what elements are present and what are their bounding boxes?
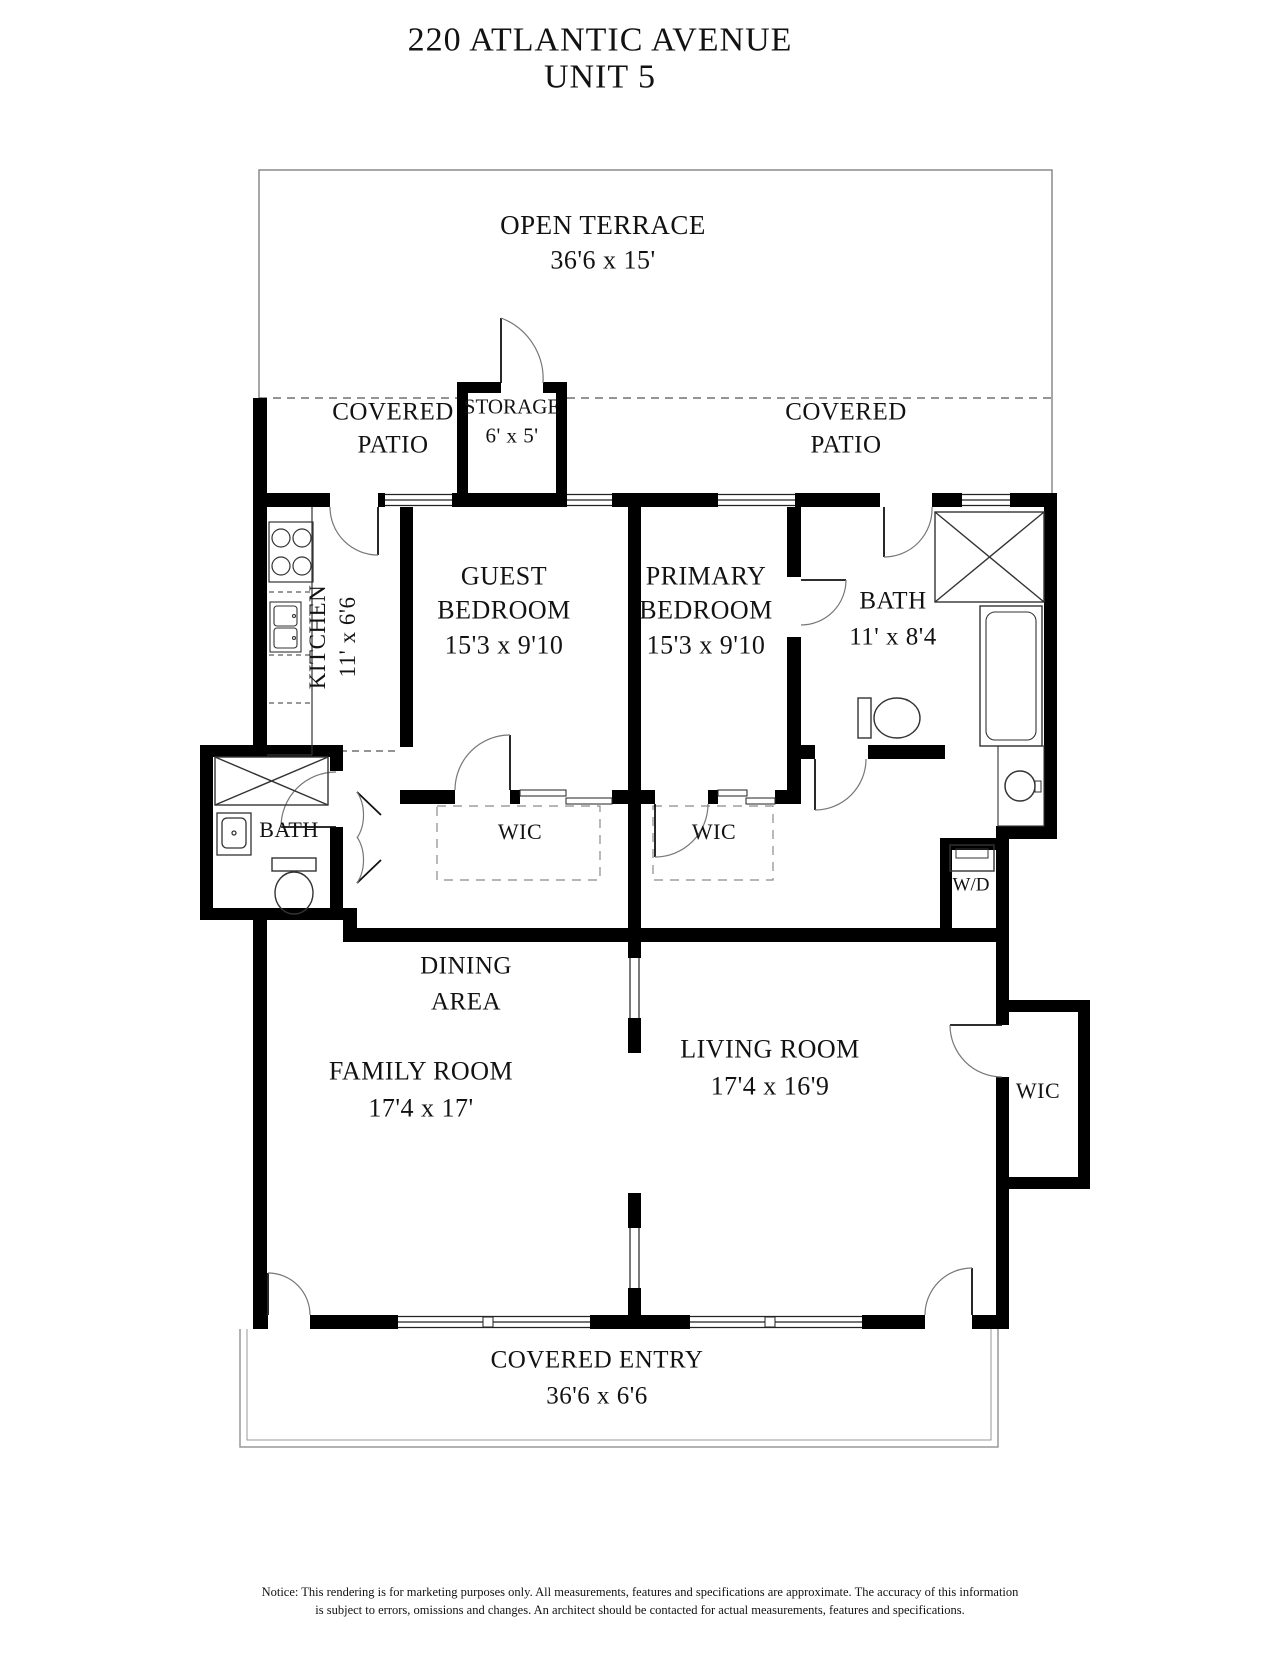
covered-patio-right-label-line2: PATIO [810,431,882,459]
open-terrace-dims: 36'6 x 15' [550,245,656,275]
walls [200,398,1090,1329]
sliding-closet-doors [519,789,776,805]
notice-line2: is subject to errors, omissions and chan… [315,1603,965,1618]
primary-bedroom-dims: 15'3 x 9'10 [646,630,766,660]
primary-bedroom-label-line1: PRIMARY [645,561,767,591]
kitchen-label-dims: 11' x 6'6 [335,596,360,678]
guest-bath-shower-fixture [214,756,329,806]
fixtures [214,507,1045,915]
guest-bedroom-label-line2: BEDROOM [437,595,571,625]
bathtub-fixture [979,605,1043,747]
family-room-label: FAMILY ROOM [328,1056,514,1086]
kitchen-label-name: KITCHEN [305,584,331,690]
windows-bottom-wall [398,1315,862,1329]
plan-title-line1: 220 ATLANTIC AVENUE [407,21,793,59]
notice-line1: Notice: This rendering is for marketing … [261,1585,1019,1600]
primary-bedroom-label-line2: BEDROOM [639,595,773,625]
covered-entry-outline [239,1329,999,1448]
wic-living-label: WIC [1015,1077,1061,1103]
covered-entry-label: COVERED ENTRY [490,1346,704,1374]
main-bath-label: BATH [859,587,927,615]
terrace-outline [258,169,1053,493]
covered-patio-right-label-line1: COVERED [785,398,907,426]
guest-bath-toilet-fixture [271,857,317,915]
guest-bath-sink-fixture [216,812,252,856]
wic-guest-label: WIC [497,818,543,844]
guest-bedroom-label-line1: GUEST [460,561,548,591]
living-room-dims: 17'4 x 16'9 [710,1071,830,1101]
main-bath-toilet-fixture [857,697,921,739]
main-bath-shower-fixture [934,511,1045,603]
dining-area-label-line2: AREA [430,988,502,1016]
storage-label: STORAGE [463,394,561,419]
covered-patio-left-label-line1: COVERED [332,398,454,426]
kitchen-sink-fixture [269,601,302,653]
family-room-dims: 17'4 x 17' [368,1093,474,1123]
covered-patio-left-label-line2: PATIO [357,431,429,459]
storage-dims: 6' x 5' [485,423,539,448]
closet-rod-dashed [436,805,774,881]
open-terrace-label: OPEN TERRACE [500,210,706,241]
kitchen-label: KITCHEN 11' x 6'6 [303,585,363,689]
main-bath-dims: 11' x 8'4 [849,623,937,651]
guest-bath-label: BATH [259,816,319,842]
guest-bedroom-dims: 15'3 x 9'10 [444,630,564,660]
windows-top-wall [385,493,1010,507]
covered-entry-dims: 36'6 x 6'6 [546,1382,648,1410]
storage-walls [457,382,567,493]
kitchen-counter-fixture [267,507,313,756]
center-partition-glass [629,958,640,1288]
plan-title-line2: UNIT 5 [543,58,657,96]
dining-area-label-line1: DINING [420,952,512,980]
wic-primary-label: WIC [691,818,737,844]
door-leaves [267,318,1002,1315]
washer-dryer-label: W/D [952,874,990,896]
door-swing-arcs [267,317,1003,1316]
living-room-label: LIVING ROOM [680,1034,860,1064]
main-bath-vanity-sink-fixture [997,745,1045,827]
stove-fixture [268,521,314,583]
storage-floor [457,382,567,493]
washer-dryer-fixture [949,844,995,872]
